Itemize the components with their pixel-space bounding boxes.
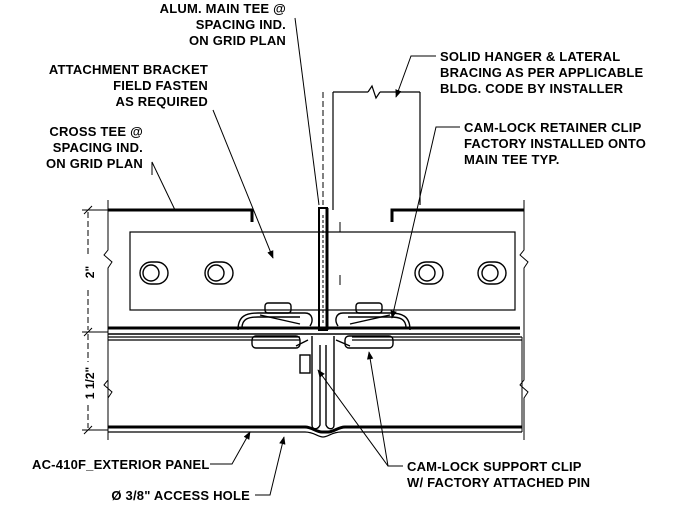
svg-text:ALUM. MAIN TEE @: ALUM. MAIN TEE @ (160, 1, 286, 16)
svg-text:ON GRID PLAN: ON GRID PLAN (189, 33, 286, 48)
dimension-lines (82, 205, 108, 435)
svg-text:CROSS TEE @: CROSS TEE @ (49, 124, 143, 139)
svg-text:MAIN TEE TYP.: MAIN TEE TYP. (464, 152, 560, 167)
label-main-tee: ALUM. MAIN TEE @ SPACING IND. ON GRID PL… (160, 1, 286, 48)
dimension-lower: 1 1/2" (83, 367, 97, 399)
break-lines (103, 200, 529, 440)
svg-text:FIELD FASTEN: FIELD FASTEN (113, 78, 208, 93)
label-access-hole: Ø 3/8" ACCESS HOLE (111, 488, 250, 503)
label-solid-hanger: SOLID HANGER & LATERAL BRACING AS PER AP… (440, 49, 644, 96)
cam-lock-retainer-clip-left (237, 302, 313, 349)
main-tee (318, 207, 341, 331)
svg-text:AS REQUIRED: AS REQUIRED (116, 94, 209, 109)
svg-text:BRACING AS PER APPLICABLE: BRACING AS PER APPLICABLE (440, 65, 644, 80)
dimension-upper: 2" (83, 266, 97, 278)
cross-tee (108, 208, 524, 222)
label-cam-lock-support: CAM-LOCK SUPPORT CLIP W/ FACTORY ATTACHE… (407, 459, 590, 490)
label-cross-tee: CROSS TEE @ SPACING IND. ON GRID PLAN (46, 124, 143, 171)
svg-text:CAM-LOCK SUPPORT CLIP: CAM-LOCK SUPPORT CLIP (407, 459, 582, 474)
solid-hanger (332, 84, 421, 210)
cam-lock-support-clip (295, 336, 351, 430)
svg-text:FACTORY INSTALLED ONTO: FACTORY INSTALLED ONTO (464, 136, 646, 151)
svg-text:W/ FACTORY ATTACHED PIN: W/ FACTORY ATTACHED PIN (407, 475, 590, 490)
grid-flange (108, 326, 520, 335)
label-cam-lock-retainer: CAM-LOCK RETAINER CLIP FACTORY INSTALLED… (464, 120, 646, 167)
svg-text:ON GRID PLAN: ON GRID PLAN (46, 156, 143, 171)
svg-text:CAM-LOCK RETAINER CLIP: CAM-LOCK RETAINER CLIP (464, 120, 642, 135)
svg-text:SPACING IND.: SPACING IND. (53, 140, 143, 155)
bracket-slot-holes (139, 261, 507, 285)
label-exterior-panel: AC-410F_EXTERIOR PANEL (32, 457, 210, 472)
svg-text:ATTACHMENT BRACKET: ATTACHMENT BRACKET (49, 62, 208, 77)
svg-text:SOLID HANGER & LATERAL: SOLID HANGER & LATERAL (440, 49, 620, 64)
cam-lock-retainer-clip-right (335, 302, 411, 349)
exterior-panel (107, 336, 523, 438)
svg-text:SPACING IND.: SPACING IND. (196, 17, 286, 32)
leader-lines (151, 17, 460, 496)
label-attachment-bracket: ATTACHMENT BRACKET FIELD FASTEN AS REQUI… (49, 62, 208, 109)
svg-text:BLDG. CODE BY INSTALLER: BLDG. CODE BY INSTALLER (440, 81, 624, 96)
